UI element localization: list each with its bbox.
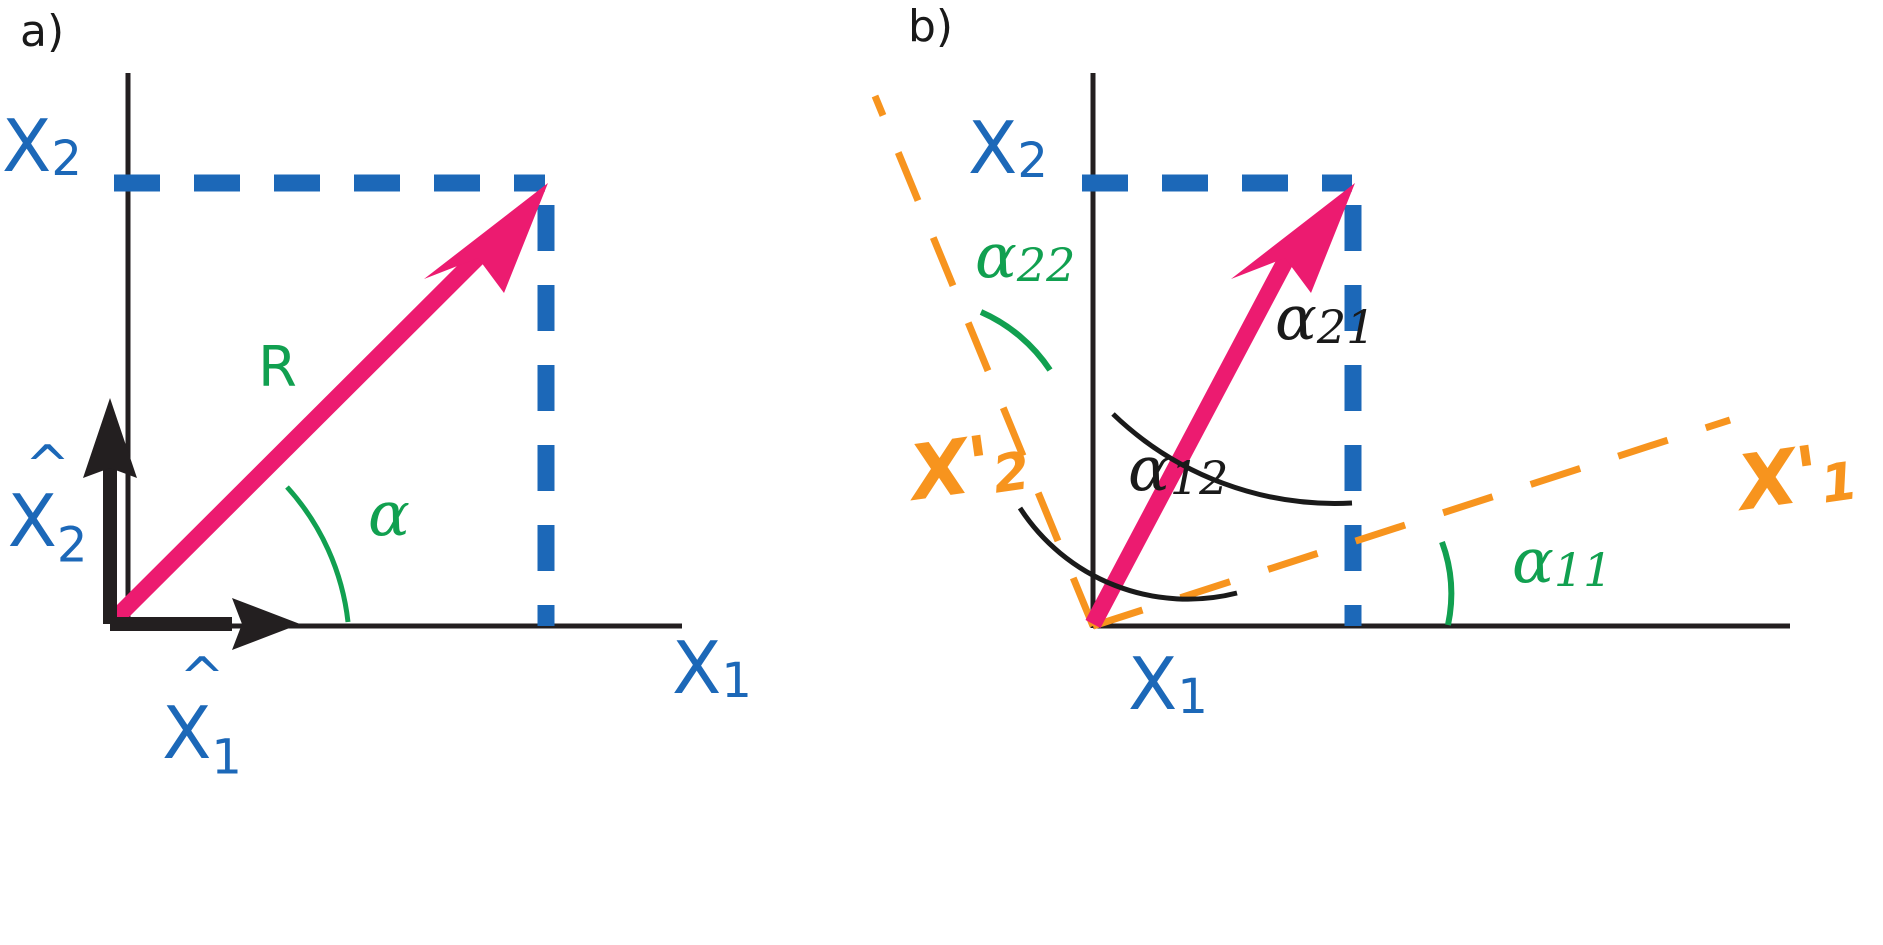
panel-b-angle-alpha11-label: α11 bbox=[1512, 530, 1612, 594]
panel-b-y-axis-label: X2 bbox=[968, 112, 1048, 185]
alpha22-base: α bbox=[975, 219, 1017, 292]
panel-a-unit-vector-x2-label-text: X2 bbox=[0, 485, 95, 569]
panel-b-vector-r bbox=[1085, 183, 1355, 628]
unit-x1-sub: 1 bbox=[211, 729, 242, 786]
alpha21-base: α bbox=[1275, 281, 1317, 354]
alpha22-sub: 22 bbox=[1016, 238, 1076, 293]
panel-a-y-axis-label: X2 bbox=[2, 110, 82, 183]
hat-accent-icon: ^ bbox=[24, 434, 71, 497]
unit-x2-sub: 2 bbox=[56, 517, 88, 574]
alpha21-sub: 21 bbox=[1316, 300, 1376, 355]
primed-x2-base: X' bbox=[904, 418, 998, 518]
panel-a-angle-label-base: α bbox=[368, 477, 410, 550]
panel-a-x-axis-label-sub: 1 bbox=[721, 653, 752, 710]
panel-a-y-axis-label-sub: 2 bbox=[51, 131, 82, 188]
panel-b-primed-axis-x2 bbox=[871, 94, 1097, 628]
panel-b-angle-alpha21-label: α21 bbox=[1275, 287, 1375, 351]
panel-b-angle-alpha22-label: α22 bbox=[975, 225, 1075, 289]
panel-a-unit-vector-x2-label: ^ X2 bbox=[0, 434, 95, 570]
panel-a-vector-label: R bbox=[258, 335, 297, 400]
panel-b-primed-axis-x1-label: X'1 bbox=[1732, 428, 1861, 528]
panel-a-vector-r bbox=[103, 183, 548, 631]
panel-b-angle-alpha12-label: α12 bbox=[1128, 438, 1228, 502]
unit-x1-base: X bbox=[162, 691, 212, 775]
panel-a-y-axis-label-base: X bbox=[2, 104, 52, 188]
panel-a-unit-vector-x1 bbox=[110, 598, 300, 650]
panel-b-arc-alpha22 bbox=[979, 309, 1053, 372]
panel-a-angle-label: α bbox=[368, 483, 410, 545]
panel-a-x-axis-label: X1 bbox=[672, 632, 752, 705]
panel-a-unit-vector-x1-label: ^ X1 bbox=[152, 646, 252, 782]
panel-a-unit-vector-x1-label-text: X1 bbox=[152, 697, 252, 781]
alpha11-base: α bbox=[1512, 524, 1554, 597]
panel-b-x-axis-label-base: X bbox=[1128, 642, 1178, 726]
panel-a-x-axis-label-base: X bbox=[672, 626, 722, 710]
panel-b-arc-alpha12 bbox=[1017, 506, 1238, 602]
panel-b-artwork bbox=[871, 73, 1790, 630]
panel-b-y-axis-label-base: X bbox=[968, 106, 1018, 190]
panel-b-letter: b) bbox=[908, 1, 954, 52]
panel-a-unit-vector-x2 bbox=[83, 398, 137, 624]
panel-a-letter: a) bbox=[20, 6, 65, 57]
alpha11-sub: 11 bbox=[1553, 543, 1613, 598]
panel-b-primed-axis-x1 bbox=[1091, 416, 1732, 630]
panel-b-arc-alpha11 bbox=[1439, 540, 1455, 626]
primed-x1-base: X' bbox=[1732, 428, 1826, 528]
panel-b-x-axis-label: X1 bbox=[1128, 648, 1208, 721]
panel-b-primed-axis-x2-label: X'2 bbox=[904, 418, 1033, 518]
alpha12-sub: 12 bbox=[1169, 451, 1229, 506]
hat-accent-icon: ^ bbox=[179, 646, 225, 709]
unit-x2-base: X bbox=[7, 479, 57, 563]
panel-b-arc-alpha21 bbox=[1111, 412, 1353, 506]
panel-a-angle-arc bbox=[285, 485, 351, 623]
alpha12-base: α bbox=[1128, 432, 1170, 505]
panel-a-artwork bbox=[83, 73, 682, 650]
panel-b-x-axis-label-sub: 1 bbox=[1177, 669, 1208, 726]
panel-b-y-axis-label-sub: 2 bbox=[1017, 133, 1048, 190]
